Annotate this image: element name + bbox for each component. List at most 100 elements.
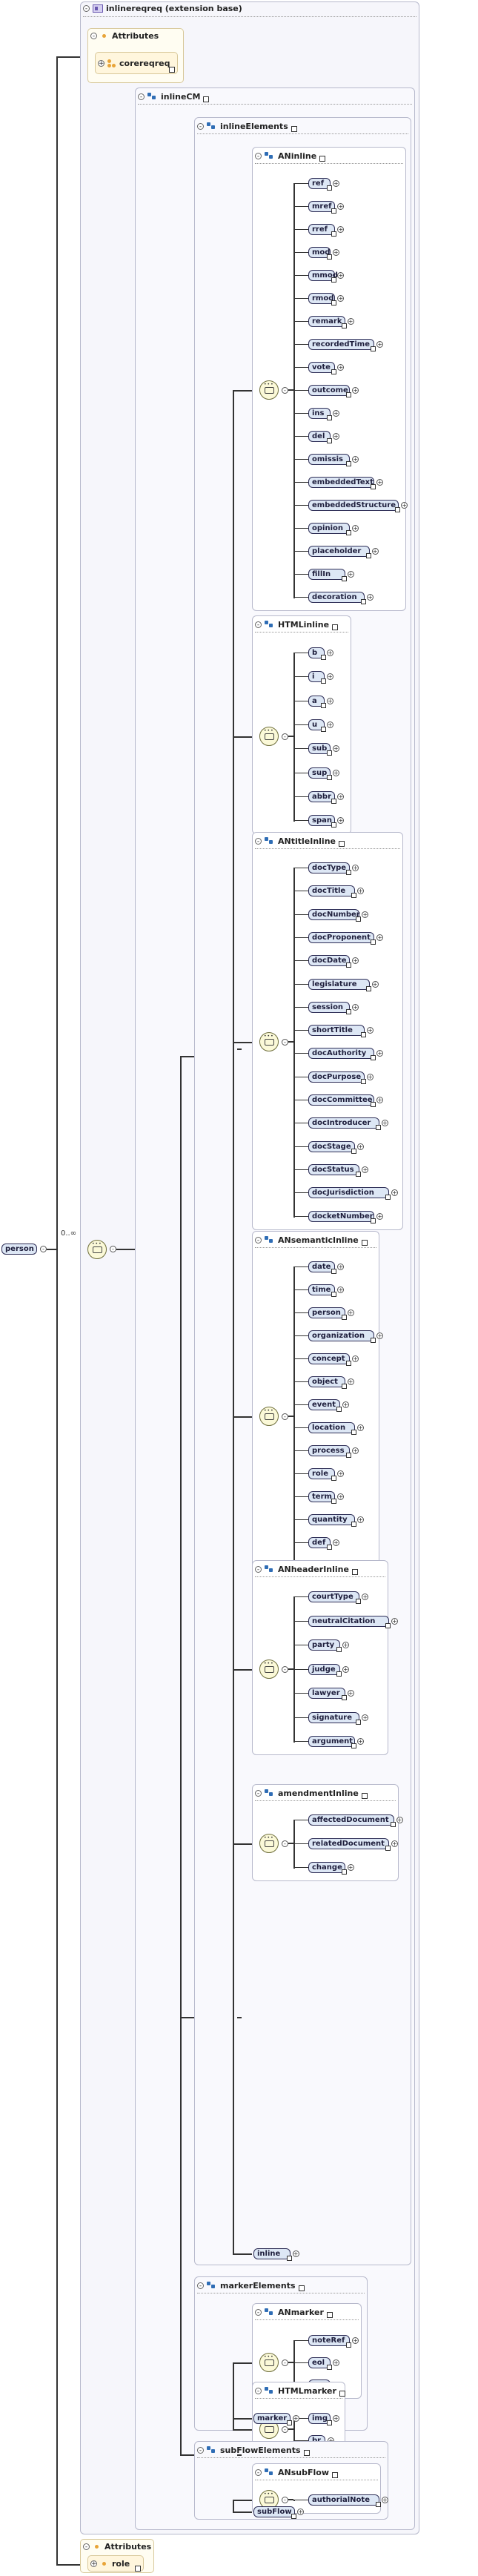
expand-icon[interactable]: +: [337, 817, 345, 824]
expand-icon[interactable]: +: [337, 272, 345, 279]
expand-icon[interactable]: +: [337, 1493, 345, 1500]
element-outcome[interactable]: outcome: [308, 385, 352, 397]
collapse-icon[interactable]: -: [282, 2426, 288, 2433]
element-marker[interactable]: marker: [253, 2413, 292, 2425]
expand-icon[interactable]: +: [352, 865, 359, 871]
collapse-icon[interactable]: -: [255, 2387, 262, 2394]
link-icon[interactable]: [331, 208, 337, 214]
element-docJurisdiction[interactable]: docJurisdiction: [308, 1187, 391, 1200]
element-mod[interactable]: mod: [308, 247, 332, 260]
element-mmod[interactable]: mmod: [308, 270, 338, 283]
link-icon[interactable]: [326, 185, 332, 191]
element-fillIn[interactable]: fillIn: [308, 569, 347, 581]
link-icon[interactable]: [365, 986, 371, 991]
collapse-icon[interactable]: -: [255, 1236, 262, 1244]
link-icon[interactable]: [331, 1499, 337, 1504]
expand-icon[interactable]: +: [347, 1864, 354, 1871]
link-icon[interactable]: [341, 1869, 347, 1875]
element-span[interactable]: span: [308, 815, 337, 828]
element-affectedDocument[interactable]: affectedDocument: [308, 1814, 396, 1827]
link-icon[interactable]: [336, 1671, 342, 1677]
link-icon[interactable]: [346, 870, 352, 875]
link-icon[interactable]: [326, 750, 332, 756]
link-icon[interactable]: [326, 254, 332, 260]
element-change[interactable]: change: [308, 1862, 347, 1875]
collapse-icon[interactable]: -: [110, 1246, 116, 1252]
link-icon[interactable]: [331, 369, 337, 374]
link-icon[interactable]: [326, 775, 332, 780]
element-event[interactable]: event: [308, 1399, 342, 1412]
element-process[interactable]: process: [308, 1445, 352, 1458]
link-icon[interactable]: [346, 461, 352, 466]
link-icon[interactable]: [341, 1384, 347, 1389]
collapse-icon[interactable]: -: [90, 33, 97, 40]
expand-icon[interactable]: +: [347, 1310, 354, 1316]
link-icon[interactable]: [326, 1545, 332, 1550]
element-abbr[interactable]: abbr: [308, 791, 337, 804]
expand-icon[interactable]: +: [292, 2415, 299, 2422]
link-icon[interactable]: [135, 2566, 141, 2572]
element-embeddedStructure[interactable]: embeddedStructure: [308, 500, 401, 512]
element-object[interactable]: object: [308, 1376, 347, 1389]
expand-icon[interactable]: +: [352, 456, 359, 463]
element-lawyer[interactable]: lawyer: [308, 1688, 347, 1700]
expand-icon[interactable]: +: [352, 957, 359, 964]
expand-icon[interactable]: +: [337, 1470, 345, 1477]
element-u[interactable]: u: [308, 719, 326, 732]
link-icon[interactable]: [371, 484, 376, 489]
element-rref[interactable]: rref: [308, 224, 337, 237]
expand-icon[interactable]: +: [90, 2560, 97, 2568]
collapse-icon[interactable]: -: [255, 621, 262, 628]
element-relatedDocument[interactable]: relatedDocument: [308, 1838, 391, 1851]
link-icon[interactable]: [341, 1315, 347, 1320]
link-icon[interactable]: [361, 599, 366, 604]
link-icon[interactable]: [356, 1599, 362, 1604]
expand-icon[interactable]: +: [332, 745, 339, 752]
attribute-group-box[interactable]: [95, 52, 178, 74]
element-rmod[interactable]: rmod: [308, 293, 337, 306]
expand-icon[interactable]: +: [332, 180, 339, 187]
link-icon[interactable]: [356, 1720, 362, 1725]
expand-icon[interactable]: +: [342, 1642, 349, 1648]
element-quantity[interactable]: quantity: [308, 1514, 356, 1527]
expand-icon[interactable]: +: [376, 341, 384, 348]
expand-icon[interactable]: +: [347, 318, 354, 325]
link-icon[interactable]: [375, 2502, 381, 2507]
collapse-icon[interactable]: -: [83, 2543, 90, 2551]
collapse-icon[interactable]: -: [197, 122, 204, 130]
collapse-icon[interactable]: -: [282, 2359, 288, 2366]
expand-icon[interactable]: +: [371, 981, 379, 988]
link-icon[interactable]: [351, 1522, 356, 1527]
link-icon[interactable]: [385, 1195, 391, 1200]
link-icon[interactable]: [365, 553, 371, 558]
link-icon[interactable]: [286, 2256, 292, 2261]
element-mref[interactable]: mref: [308, 201, 337, 214]
link-icon[interactable]: [351, 893, 356, 898]
link-icon[interactable]: [331, 1269, 337, 1274]
link-icon[interactable]: [371, 346, 376, 351]
expand-icon[interactable]: +: [367, 1074, 374, 1080]
element-docCommittee[interactable]: docCommittee: [308, 1094, 376, 1107]
element-docIntroducer[interactable]: docIntroducer: [308, 1117, 381, 1130]
expand-icon[interactable]: +: [332, 2415, 339, 2422]
link-icon[interactable]: [361, 1240, 368, 1246]
element-concept[interactable]: concept: [308, 1353, 352, 1366]
element-b[interactable]: b: [308, 647, 326, 660]
link-icon[interactable]: [331, 1476, 337, 1481]
expand-icon[interactable]: +: [376, 1097, 384, 1103]
expand-icon[interactable]: +: [352, 387, 359, 394]
collapse-icon[interactable]: -: [282, 1840, 288, 1847]
element-inline[interactable]: inline: [253, 2248, 292, 2261]
element-a[interactable]: a: [308, 696, 326, 708]
expand-icon[interactable]: +: [396, 1817, 403, 1823]
link-icon[interactable]: [286, 2420, 292, 2425]
link-icon[interactable]: [395, 507, 401, 512]
expand-icon[interactable]: +: [98, 60, 104, 67]
link-icon[interactable]: [331, 300, 337, 306]
collapse-icon[interactable]: -: [282, 387, 288, 394]
element-docketNumber[interactable]: docketNumber: [308, 1211, 376, 1223]
link-icon[interactable]: [336, 1407, 342, 1412]
link-icon[interactable]: [371, 1102, 376, 1107]
link-icon[interactable]: [361, 1079, 366, 1084]
link-icon[interactable]: [351, 1569, 358, 1575]
